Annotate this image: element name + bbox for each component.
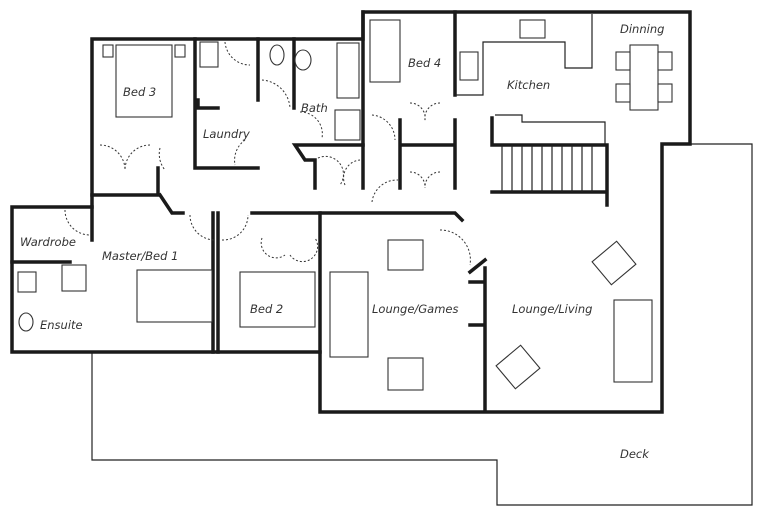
room-label-kitchen: Kitchen — [507, 78, 550, 92]
room-label-bed3: Bed 3 — [123, 85, 156, 99]
room-label-laundry: Laundry — [203, 127, 250, 141]
room-label-bed4: Bed 4 — [408, 56, 441, 70]
room-label-lounge-living: Lounge/Living — [512, 302, 592, 316]
door-swings — [64, 41, 471, 266]
room-label-ensuite: Ensuite — [40, 318, 83, 332]
room-label-deck: Deck — [620, 447, 650, 461]
room-label-dining: Dinning — [620, 22, 664, 36]
room-label-bed2: Bed 2 — [250, 302, 283, 316]
walls — [10, 10, 692, 414]
room-label-wardrobe: Wardrobe — [20, 235, 76, 249]
staircase — [490, 116, 609, 207]
deck-outline — [91, 143, 753, 506]
room-label-lounge-games: Lounge/Games — [372, 302, 459, 316]
furniture — [17, 14, 673, 391]
room-label-bath: Bath — [301, 101, 328, 115]
room-label-master: Master/Bed 1 — [102, 249, 178, 263]
